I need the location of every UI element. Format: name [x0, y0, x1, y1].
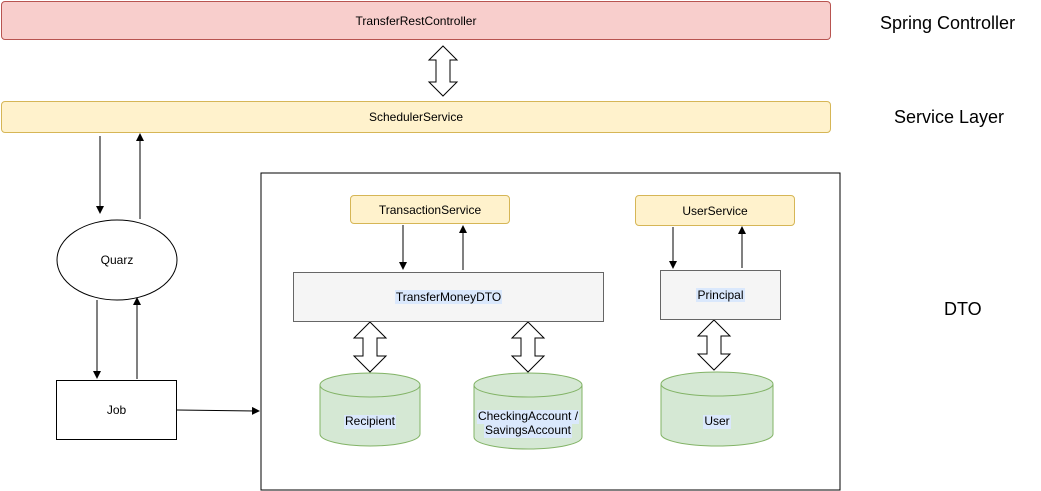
quarz-ellipse	[56, 219, 178, 301]
user-database	[660, 371, 774, 447]
job-to-dto-arrow	[176, 406, 260, 415]
transaction-service-box[interactable]: TransactionService	[350, 195, 510, 224]
user-label: User	[703, 414, 731, 429]
spring-controller-layer-label: Spring Controller	[880, 13, 1016, 33]
principal-label: Principal	[696, 288, 745, 302]
dto-container	[260, 172, 841, 491]
checking-account-label: CheckingAccount /	[476, 409, 580, 424]
scheduler-service-label: SchedulerService	[368, 110, 464, 124]
transfer-money-dto-box[interactable]: TransferMoneyDTO	[293, 272, 604, 322]
transaction-service-label: TransactionService	[378, 202, 482, 217]
transfer-money-dto-label: TransferMoneyDTO	[394, 290, 503, 304]
dto-layer-label: DTO	[944, 299, 982, 319]
savings-account-label: SavingsAccount	[483, 423, 573, 438]
quarz-label: Quarz	[100, 253, 134, 267]
job-box[interactable]: Job	[56, 380, 177, 440]
checking-savings-node[interactable]: CheckingAccount / SavingsAccount	[474, 398, 582, 450]
dto-checking-double-arrow	[510, 321, 546, 373]
job-label: Job	[106, 403, 127, 417]
service-layer-label: Service Layer	[894, 107, 1005, 127]
quarz-node[interactable]: Quarz	[57, 220, 177, 300]
user-service-box[interactable]: UserService	[635, 195, 795, 226]
controller-service-double-arrow	[427, 45, 459, 97]
dto-recipient-double-arrow	[352, 321, 388, 373]
principal-box[interactable]: Principal	[660, 270, 781, 320]
recipient-label: Recipient	[343, 414, 397, 429]
recipient-node[interactable]: Recipient	[320, 398, 420, 446]
scheduler-service-box[interactable]: SchedulerService	[1, 101, 831, 133]
principal-user-double-arrow	[696, 319, 732, 371]
transfer-rest-controller-label: TransferRestController	[355, 13, 477, 28]
user-service-label: UserService	[682, 203, 748, 218]
transfer-rest-controller-box[interactable]: TransferRestController	[1, 1, 831, 40]
user-node[interactable]: User	[661, 398, 773, 446]
